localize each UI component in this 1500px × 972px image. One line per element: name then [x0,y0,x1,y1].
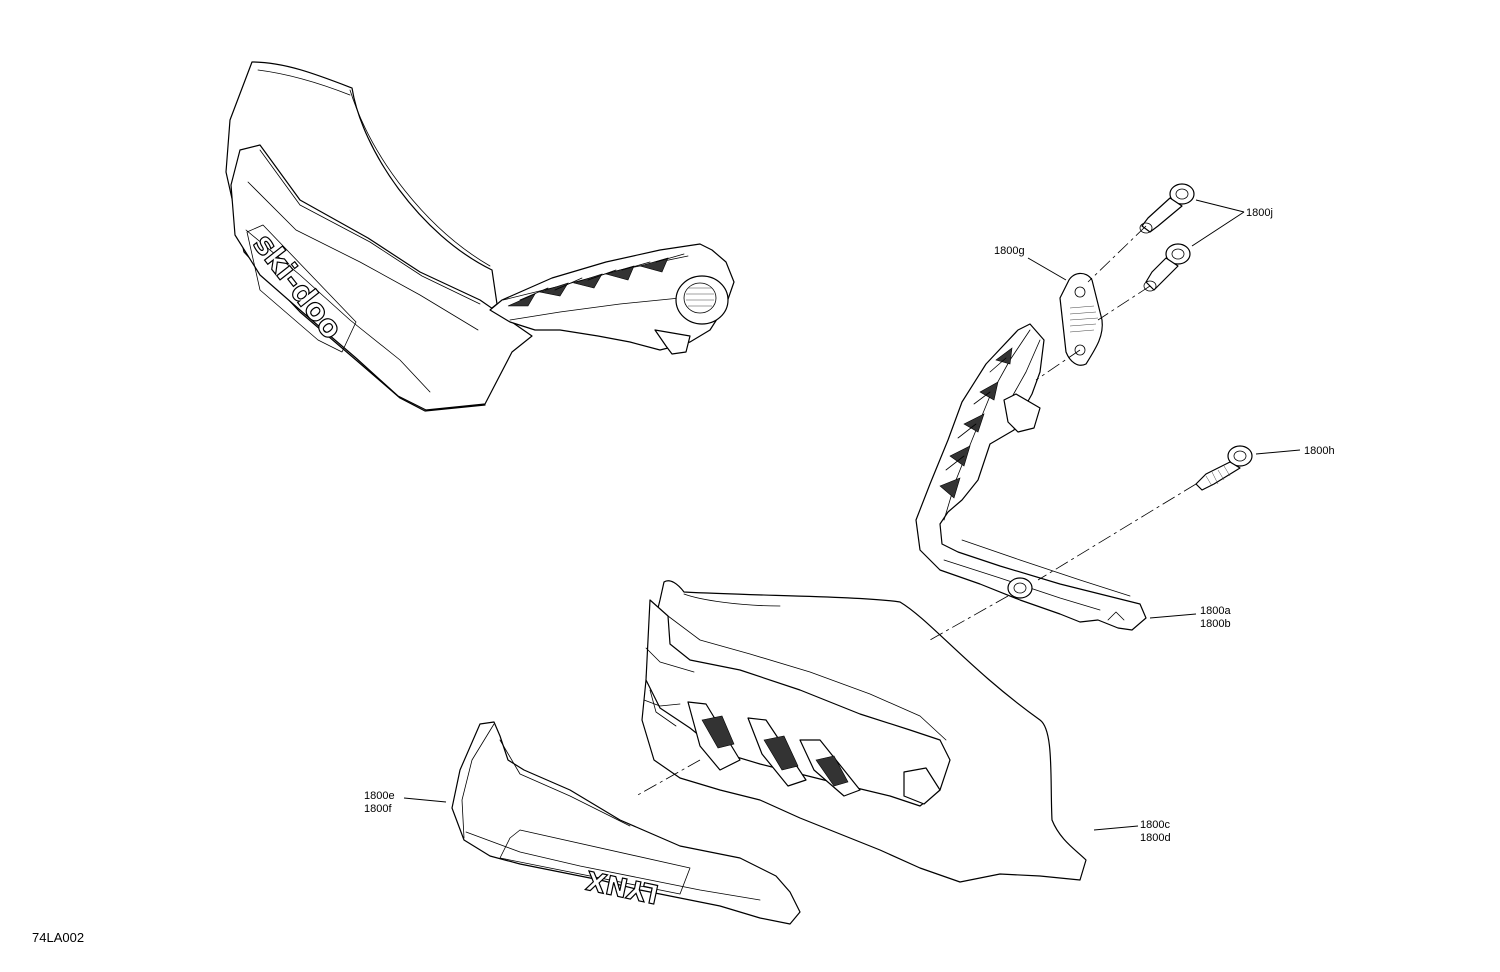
callout-1800b: 1800b [1200,618,1231,630]
callout-1800g: 1800g [994,245,1025,257]
assembled-guard-shell [230,144,533,411]
callout-1800c: 1800c [1140,819,1170,831]
bracket-1800a-1800b [915,323,1147,631]
lower-guard-1800e-1800f: LYNX [451,721,801,925]
assembled-hand-guard: ski-doo [225,61,735,412]
screw-1800j-lower [1143,243,1191,292]
lower-guard-body [451,721,801,925]
callout-1800a: 1800a [1200,605,1231,617]
figure-id: 74LA002 [32,930,84,945]
lower-logo-plate [499,829,691,895]
clamp-plate-1800g [1059,272,1103,366]
assembly-centerlines [635,225,1197,797]
leader-lines [403,199,1301,831]
wind-deflector-1800c-1800d [641,580,1087,883]
callout-1800e: 1800e [364,790,395,802]
callout-1800f: 1800f [364,803,392,815]
screw-1800j-upper [1139,183,1195,234]
callout-1800j: 1800j [1246,207,1273,219]
assembled-logo-plate [246,224,357,353]
screw-1800h [1195,445,1253,491]
lower-deflector-logo: LYNX [584,864,662,909]
callout-1800h: 1800h [1304,445,1335,457]
callout-1800d: 1800d [1140,832,1171,844]
